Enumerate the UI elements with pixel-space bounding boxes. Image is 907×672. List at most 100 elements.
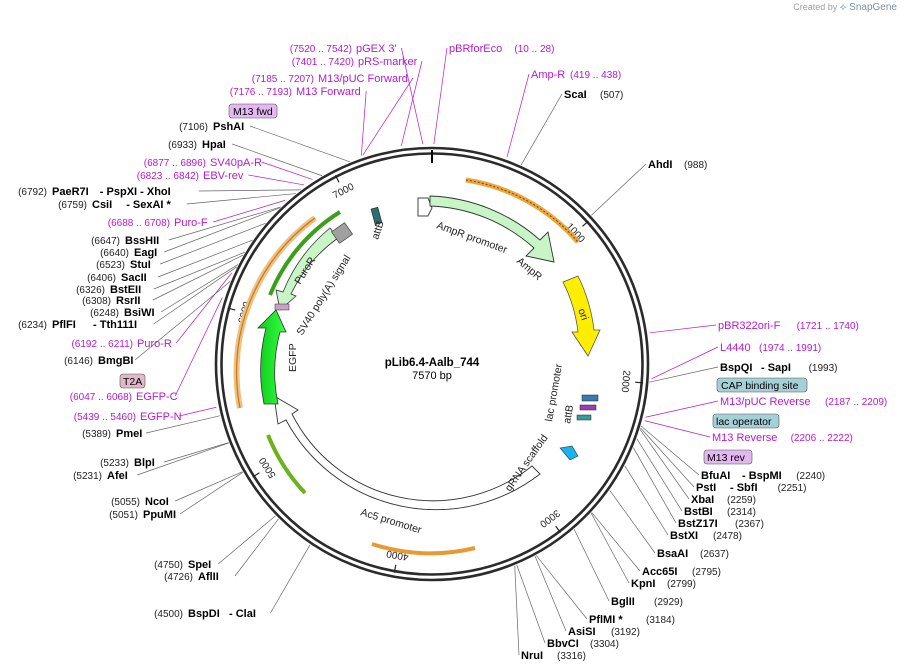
site-position: (6326) xyxy=(76,285,105,296)
site-label-right: XbaI(2259) xyxy=(691,494,756,506)
site-label-left: (5051)PpuMI xyxy=(109,509,176,521)
primer-name: M13/pUC Reverse xyxy=(720,396,810,408)
site-label-right: BbvCI(3304) xyxy=(547,638,619,650)
feature-ac5-promoter xyxy=(273,395,541,511)
backbone-outer-ring xyxy=(214,146,650,582)
site-extra: - SbfI xyxy=(730,482,758,494)
site-name: ScaI xyxy=(564,89,587,101)
left-labels: (7520 .. 7542)pGEX 3'(7401 .. 7420)pRS-m… xyxy=(18,43,418,620)
connector-line xyxy=(514,565,520,656)
lac-operator-label: lac operator xyxy=(716,416,772,428)
site-position: (6248) xyxy=(90,308,119,319)
primer-label-left: (6192 .. 6211)Puro-R xyxy=(71,338,171,350)
site-position: (2240) xyxy=(796,471,825,482)
site-name: BssHII xyxy=(125,235,159,247)
site-position: (4750) xyxy=(154,560,183,571)
connector-line xyxy=(573,529,610,602)
primer-label-left: (6823 .. 6842)EBV-rev xyxy=(137,170,244,182)
connector-line xyxy=(520,93,563,166)
site-position: (5389) xyxy=(82,429,111,440)
primer-name: Amp-R xyxy=(531,69,565,81)
site-name: BsiWI xyxy=(124,307,155,319)
connector-line xyxy=(590,512,630,584)
primer-name: Puro-F xyxy=(174,217,208,229)
primer-position: (7520 .. 7542) xyxy=(290,44,352,55)
site-label-right: Acc65I (2795) xyxy=(642,566,721,578)
site-name: Acc65I xyxy=(642,566,677,578)
connector-line xyxy=(651,346,719,380)
primer-position: (6688 .. 6708) xyxy=(108,218,170,229)
primer-name: EGFP-N xyxy=(140,411,182,423)
feature-attb-top xyxy=(370,206,383,225)
primer-position: (5439 .. 5460) xyxy=(74,412,136,423)
site-position: (6406) xyxy=(87,273,116,284)
label-egfp: EGFP xyxy=(287,343,299,372)
primer-position: (6877 .. 6896) xyxy=(144,158,206,169)
feature-arcs xyxy=(233,177,601,556)
label-attb-right: attB xyxy=(561,404,576,424)
site-label-right: NruI(3316) xyxy=(521,650,586,662)
site-label-left: (6406)SacII xyxy=(87,272,147,284)
feature-sv40-block xyxy=(331,222,353,244)
primer-label-left: (7176 .. 7193)M13 Forward xyxy=(230,86,361,98)
site-position: (2314) xyxy=(727,507,756,518)
right-labels: pBRforEco(10 .. 28)Amp-R(419 .. 438)pBR3… xyxy=(449,43,887,662)
site-position: (3192) xyxy=(611,627,640,638)
site-name: PshAI xyxy=(213,121,244,133)
connector-line xyxy=(137,442,229,476)
site-name: AhdI xyxy=(648,159,672,171)
boxed-labels: M13 fwd T2A CAP binding site lac operato… xyxy=(119,103,808,465)
connector-line xyxy=(186,193,297,205)
snapgene-logo: ⟡ SnapGene xyxy=(839,2,897,13)
site-extra: - SexAI * xyxy=(126,199,171,211)
site-name: BsaAI xyxy=(657,548,688,560)
site-name: SpeI xyxy=(188,559,211,571)
site-label-right: PstI- SbfI(2251) xyxy=(696,482,807,494)
label-attb-top: attB xyxy=(369,219,386,240)
primer-name: SV40pA-R xyxy=(210,157,262,169)
site-label-left: (5055)NcoI xyxy=(111,496,169,508)
site-label-right: BstXI(2478) xyxy=(670,530,742,542)
primer-label-right: L4440(1974 .. 1991) xyxy=(720,342,821,354)
primer-label-left: (5439 .. 5460) EGFP-N xyxy=(74,411,182,423)
feature-lac-block xyxy=(581,394,599,402)
primer-position: (10 .. 28) xyxy=(514,44,554,55)
primer-label-left: (7185 .. 7207)M13/pUC Forward xyxy=(252,73,408,85)
connector-line xyxy=(609,490,656,554)
site-position: (4500) xyxy=(154,609,183,620)
connector-line xyxy=(198,189,301,192)
feature-puror xyxy=(275,227,339,311)
site-name: BlpI xyxy=(134,457,155,469)
tick-mark xyxy=(582,220,589,227)
connector-line xyxy=(175,471,243,502)
primer-label-right: pBR322ori-F(1721 .. 1740) xyxy=(718,320,859,332)
connector-line xyxy=(153,251,245,290)
connector-line xyxy=(591,163,647,216)
primer-name: pRS-marker xyxy=(358,56,418,68)
primer-label-right: Amp-R(419 .. 438) xyxy=(531,69,621,81)
site-label-right: PflMI *(3184) xyxy=(589,614,675,626)
site-name: BstEII xyxy=(110,284,141,296)
site-extra: - PspXI - XhoI xyxy=(100,186,171,198)
site-position: (2367) xyxy=(735,519,764,530)
connector-line xyxy=(179,406,217,417)
site-position: (2799) xyxy=(667,579,696,590)
site-position: (2251) xyxy=(778,483,807,494)
primer-name: EBV-rev xyxy=(203,170,244,182)
site-label-right: AsiSI(3192) xyxy=(568,626,640,638)
site-position: (2795) xyxy=(692,567,721,578)
site-extra: - BspMI xyxy=(742,470,782,482)
feature-ori xyxy=(562,275,601,357)
connector-line xyxy=(270,544,311,614)
site-position: (6647) xyxy=(91,236,120,247)
site-label-left: (6326) BstEII xyxy=(76,284,141,296)
feature-ampr xyxy=(429,195,555,263)
connector-line xyxy=(248,174,305,186)
site-position: (6146) xyxy=(64,356,93,367)
site-position: (4726) xyxy=(164,572,193,583)
connector-line xyxy=(157,239,253,278)
tick-mark xyxy=(334,175,340,183)
site-position: (1993) xyxy=(809,363,838,374)
site-name: AfeI xyxy=(107,470,128,482)
site-name: BbvCI xyxy=(547,638,579,650)
